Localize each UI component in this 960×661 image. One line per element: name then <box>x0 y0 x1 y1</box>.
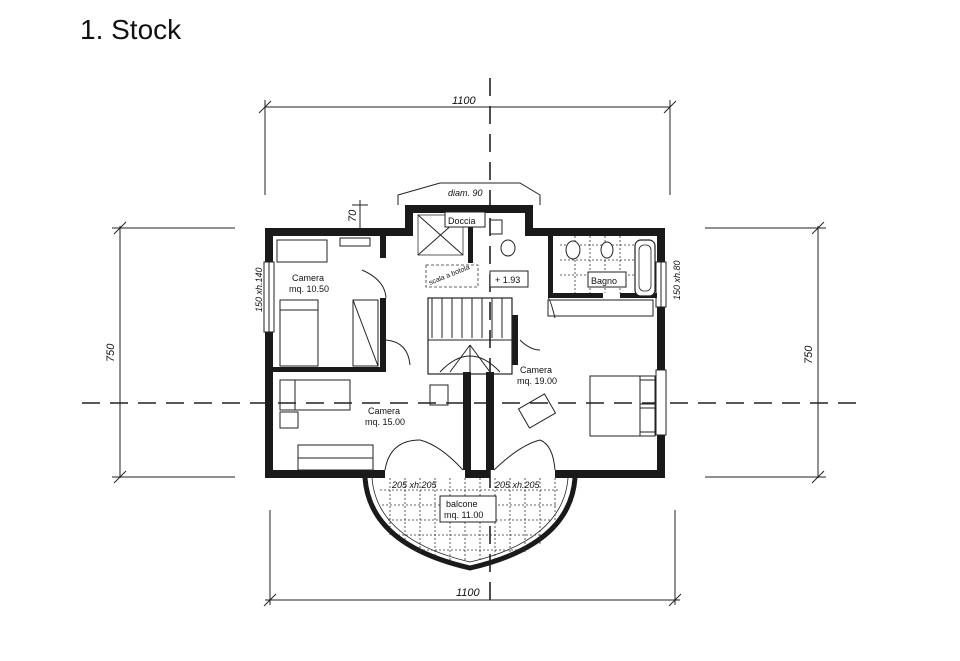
balcony-name: balcone <box>446 499 478 509</box>
stair-note: scala a botola <box>428 264 471 287</box>
bottom-dimension: 1100 <box>263 510 682 607</box>
camera-2-furniture: Camera mq. 15.00 <box>279 379 449 471</box>
camera3-area: mq. 19.00 <box>517 376 557 386</box>
left-dimension: 750 <box>105 221 235 484</box>
window-left-label: 150 xh.140 <box>254 267 264 312</box>
camera2-name: Camera <box>368 406 400 416</box>
door-top-label: diam. 90 <box>448 188 483 198</box>
camera1-name: Camera <box>292 273 324 283</box>
bottom-dimension-label: 1100 <box>456 587 481 599</box>
balcony: balcone mq. 11.00 205 xh.205 205 xh.205 <box>362 477 578 571</box>
outer-walls <box>265 205 665 478</box>
gap-dimension-label: 70 <box>347 209 359 222</box>
interior-walls <box>273 213 657 470</box>
balcony-right-label: 205 xh.205 <box>494 480 541 490</box>
camera-1-furniture: Camera mq. 10.50 <box>276 237 379 367</box>
right-dimension-label: 750 <box>803 345 815 364</box>
bathroom: Bagno <box>560 236 656 297</box>
level-marker: + 1.93 <box>489 270 529 288</box>
shower-bay-outline: diam. 90 <box>397 182 541 205</box>
camera-3-furniture: Camera mq. 19.00 <box>517 299 656 437</box>
doccia-label: Doccia <box>448 216 476 226</box>
window-right-label: 150 xh.80 <box>672 260 682 300</box>
top-dimension-label: 1100 <box>452 95 477 107</box>
level-label: + 1.93 <box>495 275 520 285</box>
balcony-left-label: 205 xh.205 <box>391 480 438 490</box>
windows: 150 xh.140 150 xh.80 <box>254 260 682 436</box>
page-title: 1. Stock <box>80 14 182 45</box>
door-swings <box>361 269 556 471</box>
balcony-area: mq. 11.00 <box>444 510 483 520</box>
gap-dimension: 70 <box>347 200 368 230</box>
top-dimension: 1100 <box>258 95 677 195</box>
camera1-area: mq. 10.50 <box>289 284 329 294</box>
shower-room: Doccia <box>417 211 516 257</box>
left-dimension-label: 750 <box>105 343 117 362</box>
bagno-label: Bagno <box>591 276 617 286</box>
right-dimension: 750 <box>705 221 826 484</box>
camera3-name: Camera <box>520 365 552 375</box>
camera2-area: mq. 15.00 <box>365 417 405 427</box>
